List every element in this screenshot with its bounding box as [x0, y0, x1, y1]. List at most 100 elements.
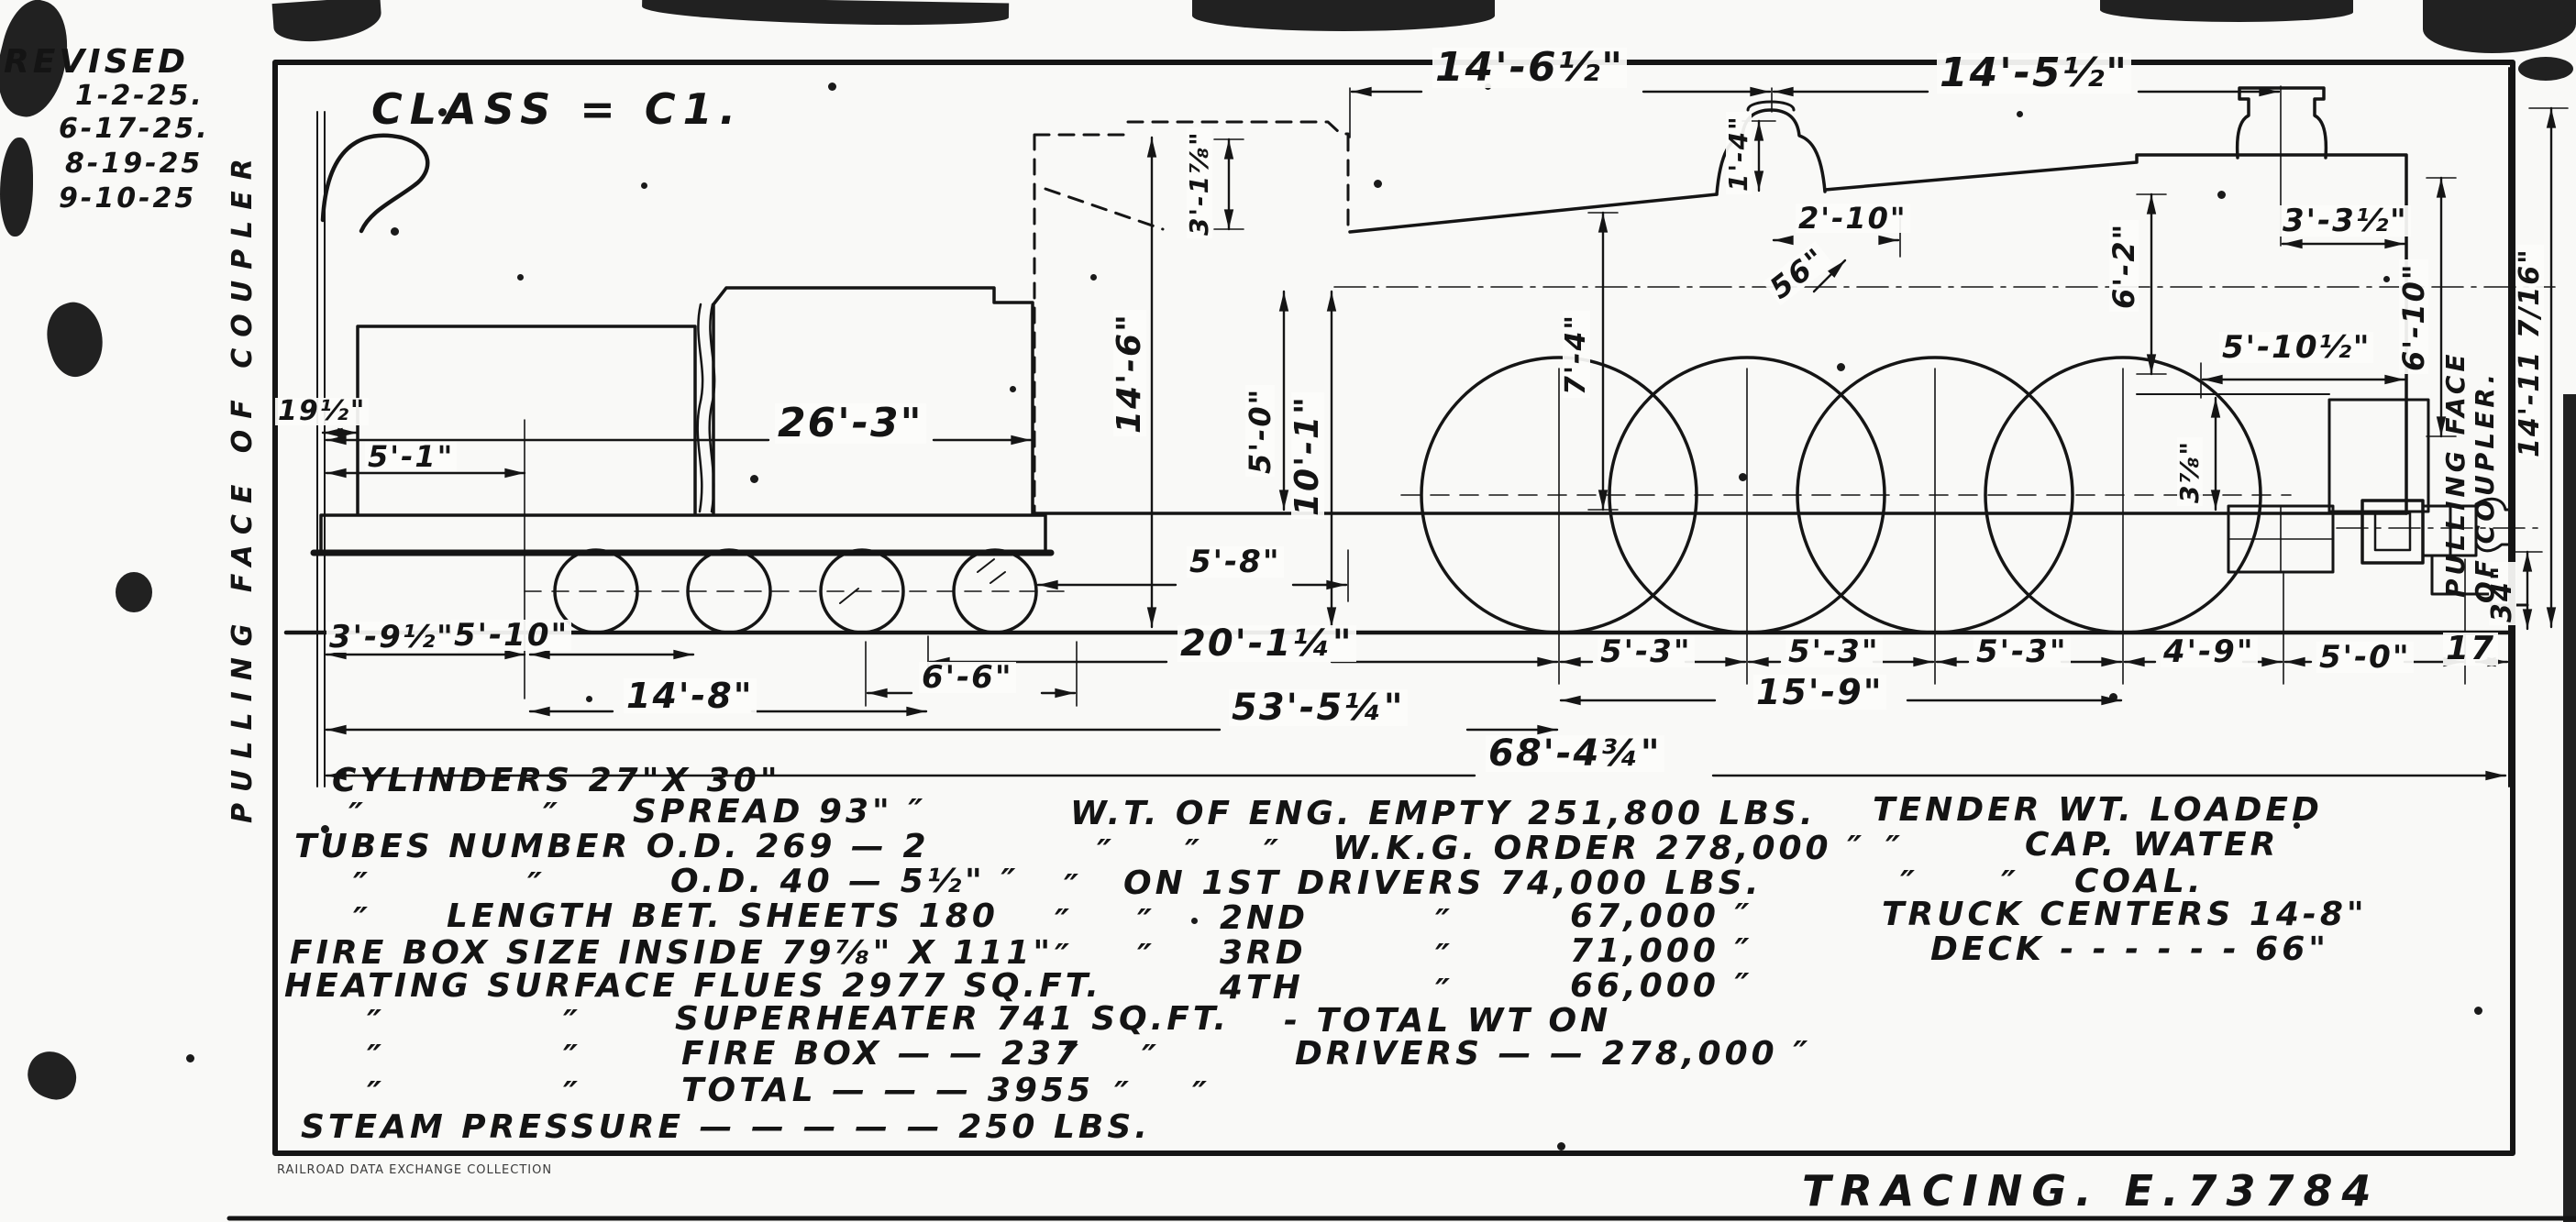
- spec-text: CYLINDERS 27"X 30": [332, 762, 781, 799]
- dimension-label: 14'-5½": [1937, 53, 2132, 94]
- dimension-label: 5'-1": [365, 442, 458, 471]
- spec-text: ″: [367, 1004, 386, 1041]
- spec-text: ″: [1142, 1039, 1161, 1076]
- dimension-label: 6'-6": [919, 662, 1016, 693]
- dimension-label: 19½": [275, 398, 370, 425]
- tender-wheel: [819, 548, 905, 634]
- dimension-label: 17: [2443, 633, 2499, 666]
- spec-text: ″: [563, 1039, 582, 1076]
- spec-text: TRUCK CENTERS 14-8": [1882, 896, 2368, 933]
- coupler-knuckle: [2474, 497, 2513, 553]
- scan-artifact: [2100, 0, 2353, 22]
- spec-text: 2ND: [1220, 899, 1310, 937]
- spec-text: ″: [2001, 864, 2020, 902]
- spec-text: ″: [367, 1075, 386, 1113]
- spec-text: DECK - - - - - - 66": [1930, 930, 2330, 968]
- cylinder-block: [2327, 398, 2430, 513]
- spec-text: TOTAL — — — 3955: [681, 1072, 1095, 1109]
- spec-text: ″: [1064, 1039, 1083, 1076]
- spec-text: ″: [563, 1004, 582, 1041]
- spec-text: ″: [1097, 833, 1116, 871]
- dimension-lines: [321, 86, 2557, 781]
- spec-text: ″: [1435, 973, 1454, 1010]
- cab-outline-dashed: [1033, 120, 1350, 515]
- scan-artifact: [2518, 57, 2573, 81]
- spec-text: ″: [1114, 1075, 1133, 1113]
- spec-text: ″: [1064, 868, 1083, 906]
- scan-artifact: [2563, 394, 2576, 1222]
- dimension-label: 7'-4": [1560, 310, 1592, 398]
- dimension-label: 15'-9": [1753, 675, 1886, 710]
- dimension-label: 5'-0": [2316, 642, 2414, 673]
- dimension-label: 26'-3": [775, 403, 926, 444]
- dimension-label: 68'-4¾": [1486, 735, 1664, 772]
- tender-coupler-hook: [320, 133, 430, 234]
- spec-text: ″: [353, 866, 372, 904]
- spec-text: ″: [1192, 1075, 1211, 1113]
- spec-text: FIRE BOX — — 237: [681, 1035, 1082, 1073]
- spec-text: ″: [367, 1039, 386, 1076]
- spec-text: ″: [1137, 938, 1156, 975]
- spec-text: 66,000 ″: [1570, 967, 1753, 1005]
- scan-artifact: [0, 138, 33, 237]
- spec-text: 71,000 ″: [1570, 932, 1753, 970]
- spec-text: SUPERHEATER 741 SQ.FT.: [675, 1000, 1230, 1038]
- dimension-label: 5'-0": [1243, 384, 1277, 477]
- tender-coal-bunker: [356, 325, 697, 515]
- trailing-journal-box: [2227, 504, 2335, 574]
- spec-text: 4TH: [1220, 969, 1304, 1007]
- scan-artifact: [116, 572, 152, 612]
- spec-text: - TOTAL WT ON: [1284, 1002, 1612, 1040]
- dimension-label: 3⅞": [2174, 436, 2205, 506]
- spec-text: ″: [353, 901, 372, 939]
- dimension-label: 14'-8": [624, 678, 757, 713]
- dimension-label: 14'-6½": [1432, 48, 1628, 88]
- revision-date: 1-2-25.: [75, 80, 205, 112]
- tender-frame: [319, 513, 1047, 554]
- spec-text: ″: [1264, 833, 1283, 871]
- revision-heading: REVISED: [4, 43, 189, 81]
- spec-text: HEATING SURFACE FLUES 2977 SQ.FT.: [284, 967, 1102, 1005]
- spec-text: ″: [1900, 864, 1919, 902]
- scan-artifact: [1192, 0, 1495, 31]
- dimension-label: 5'-3": [1598, 636, 1695, 667]
- spec-text: W.T. OF ENG. EMPTY 251,800 LBS.: [1070, 795, 1817, 832]
- spec-text: ″: [1885, 830, 1905, 867]
- front-coupler: [2360, 499, 2425, 565]
- drawing-class-title: CLASS = C1.: [371, 84, 744, 134]
- revision-date: 9-10-25: [59, 182, 197, 215]
- dimension-label: 2'-10": [1796, 204, 1910, 233]
- dimension-label: 5'-3": [1786, 636, 1883, 667]
- dimension-label: 20'-1¼": [1177, 625, 1356, 662]
- spec-text: COAL.: [2074, 863, 2205, 900]
- spec-text: ″: [1185, 833, 1204, 871]
- dimension-label: 53'-5¼": [1229, 689, 1408, 726]
- dimension-label: 3'-1⅞": [1184, 127, 1214, 238]
- spec-text: ″: [1435, 903, 1454, 941]
- dimension-label: 1'-4": [1723, 112, 1753, 194]
- left-coupler-face-label: PULLING FACE OF COUPLER: [227, 148, 259, 823]
- dimension-label: 5'-10½": [2219, 332, 2374, 363]
- dimension-label: 14'-11 7/16": [2514, 245, 2546, 460]
- boiler-top: [1348, 193, 1719, 234]
- dimension-label: 14'-6": [1111, 310, 1148, 436]
- spec-text: DRIVERS — — 278,000 ″: [1295, 1035, 1812, 1073]
- dimension-label: 6'-10": [2396, 259, 2431, 374]
- spec-text: SPREAD 93" ″: [633, 793, 927, 831]
- spec-text: FIRE BOX SIZE INSIDE 79⅞" X 111": [290, 934, 1055, 972]
- spec-text: O.D. 40 — 5½" ″: [670, 863, 1020, 900]
- spec-text: ″: [563, 1075, 582, 1113]
- tender-wheel: [686, 548, 772, 634]
- dimension-label: 4'-9": [2161, 636, 2258, 667]
- spec-text: ″: [1137, 903, 1156, 941]
- tender-coupler-face-line: [316, 111, 326, 787]
- dimension-label: 3'-9½": [326, 622, 458, 653]
- revision-date: 8-19-25: [65, 148, 204, 180]
- dimension-label: 5'-8": [1187, 546, 1284, 578]
- collection-stamp: RAILROAD DATA EXCHANGE COLLECTION: [277, 1163, 553, 1177]
- revision-date: 6-17-25.: [59, 113, 210, 145]
- dimension-label: 10'-1": [1288, 392, 1326, 519]
- spec-text: ″: [543, 797, 562, 834]
- spec-text: STEAM PRESSURE — — — — — 250 LBS.: [301, 1108, 1151, 1146]
